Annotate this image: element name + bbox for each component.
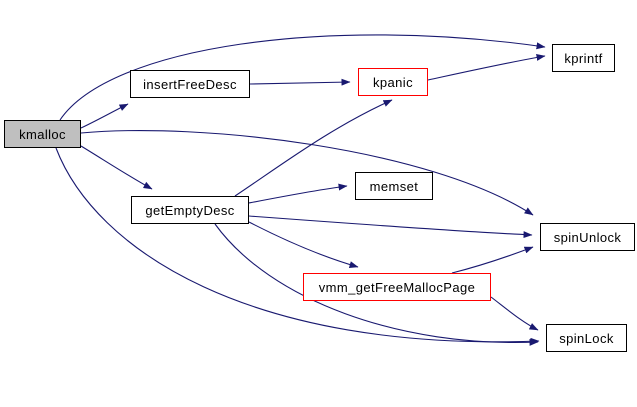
node-label: kmalloc <box>19 126 66 142</box>
node-getEmptyDesc[interactable]: getEmptyDesc <box>131 196 249 224</box>
edge-kmalloc-to-kprintf <box>59 34 546 121</box>
node-label: spinLock <box>559 330 614 346</box>
edge-getEmptyDesc-to-kpanic <box>234 99 393 197</box>
node-kprintf[interactable]: kprintf <box>552 44 615 72</box>
node-label: getEmptyDesc <box>145 202 235 218</box>
edge-getEmptyDesc-to-vmm_getFreeMallocPage <box>248 221 359 268</box>
edge-getEmptyDesc-to-spinUnlock <box>248 215 533 239</box>
edge-kmalloc-to-spinLock <box>55 147 540 345</box>
node-insertFreeDesc[interactable]: insertFreeDesc <box>130 70 250 98</box>
edge-vmm_getFreeMallocPage-to-spinLock <box>490 296 539 331</box>
node-kpanic[interactable]: kpanic <box>358 68 428 96</box>
edge-kmalloc-to-getEmptyDesc <box>80 145 153 190</box>
node-label: vmm_getFreeMallocPage <box>318 279 476 295</box>
node-label: insertFreeDesc <box>143 76 237 92</box>
node-memset[interactable]: memset <box>355 172 433 200</box>
edge-insertFreeDesc-to-kpanic <box>249 78 351 86</box>
edge-kpanic-to-kprintf <box>427 53 546 81</box>
edge-vmm_getFreeMallocPage-to-spinUnlock <box>451 246 534 274</box>
edge-kmalloc-to-spinUnlock <box>80 130 534 216</box>
node-label: kprintf <box>564 50 603 66</box>
node-label: kpanic <box>373 74 413 90</box>
edge-getEmptyDesc-to-spinLock <box>214 223 539 346</box>
node-vmm_getFreeMallocPage[interactable]: vmm_getFreeMallocPage <box>303 273 491 301</box>
node-spinLock[interactable]: spinLock <box>546 324 627 352</box>
node-label: memset <box>369 178 419 194</box>
node-label: spinUnlock <box>553 229 622 245</box>
node-kmalloc[interactable]: kmalloc <box>4 120 81 148</box>
edge-getEmptyDesc-to-memset <box>248 183 348 204</box>
edge-kmalloc-to-insertFreeDesc <box>80 103 129 129</box>
node-spinUnlock[interactable]: spinUnlock <box>540 223 635 251</box>
